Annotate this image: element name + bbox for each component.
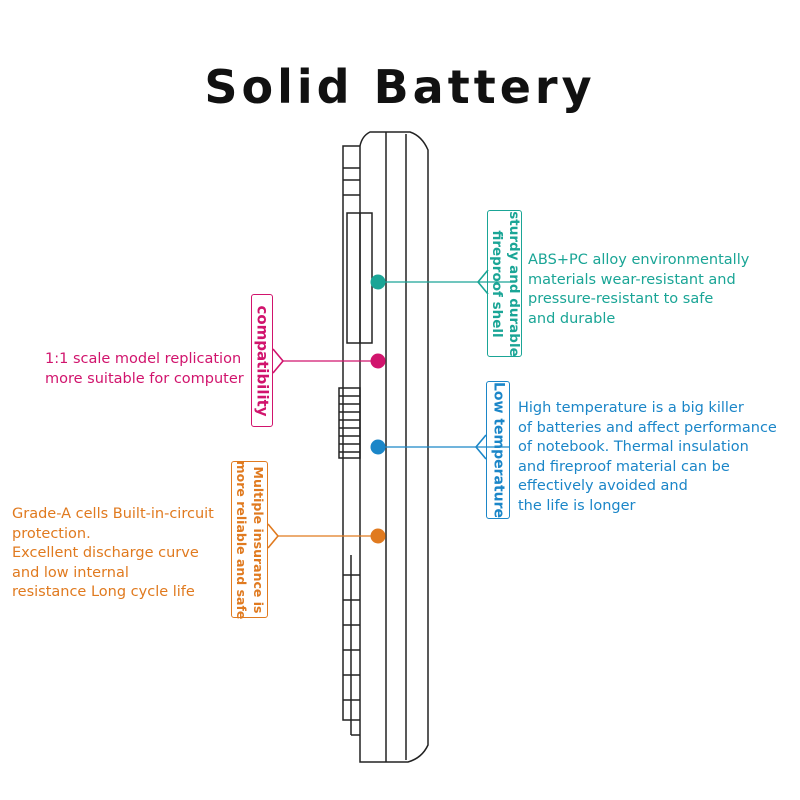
shell-marker-dot [370,274,386,290]
temperature-marker-dot [370,439,386,455]
compatibility-marker-dot [370,353,386,369]
battery-lower-grip [343,555,360,736]
temperature-label: Low temperature [490,381,507,519]
insurance-label: Multiple insurance is more reliable and … [233,460,266,619]
temperature-label-box: Low temperature [486,381,510,519]
shell-description: ABS+PC alloy environmentally materials w… [528,252,750,327]
compatibility-description: 1:1 scale model replication more suitabl… [45,351,244,387]
page-title: Solid Battery [204,60,596,114]
insurance-marker-dot [370,528,386,544]
insurance-description: Grade-A cells Built-in-circuit protectio… [12,506,214,600]
temperature-description: High temperature is a big killer of batt… [518,400,777,514]
insurance-label-box: Multiple insurance is more reliable and … [231,460,268,619]
shell-label: sturdy and durable fireproof shell [488,210,522,357]
shell-label-box: sturdy and durable fireproof shell [487,210,522,357]
battery-connector [338,387,361,459]
battery-outline [359,131,429,763]
compatibility-label-box: compatibility [251,294,273,427]
compatibility-label: compatibility [253,304,272,417]
